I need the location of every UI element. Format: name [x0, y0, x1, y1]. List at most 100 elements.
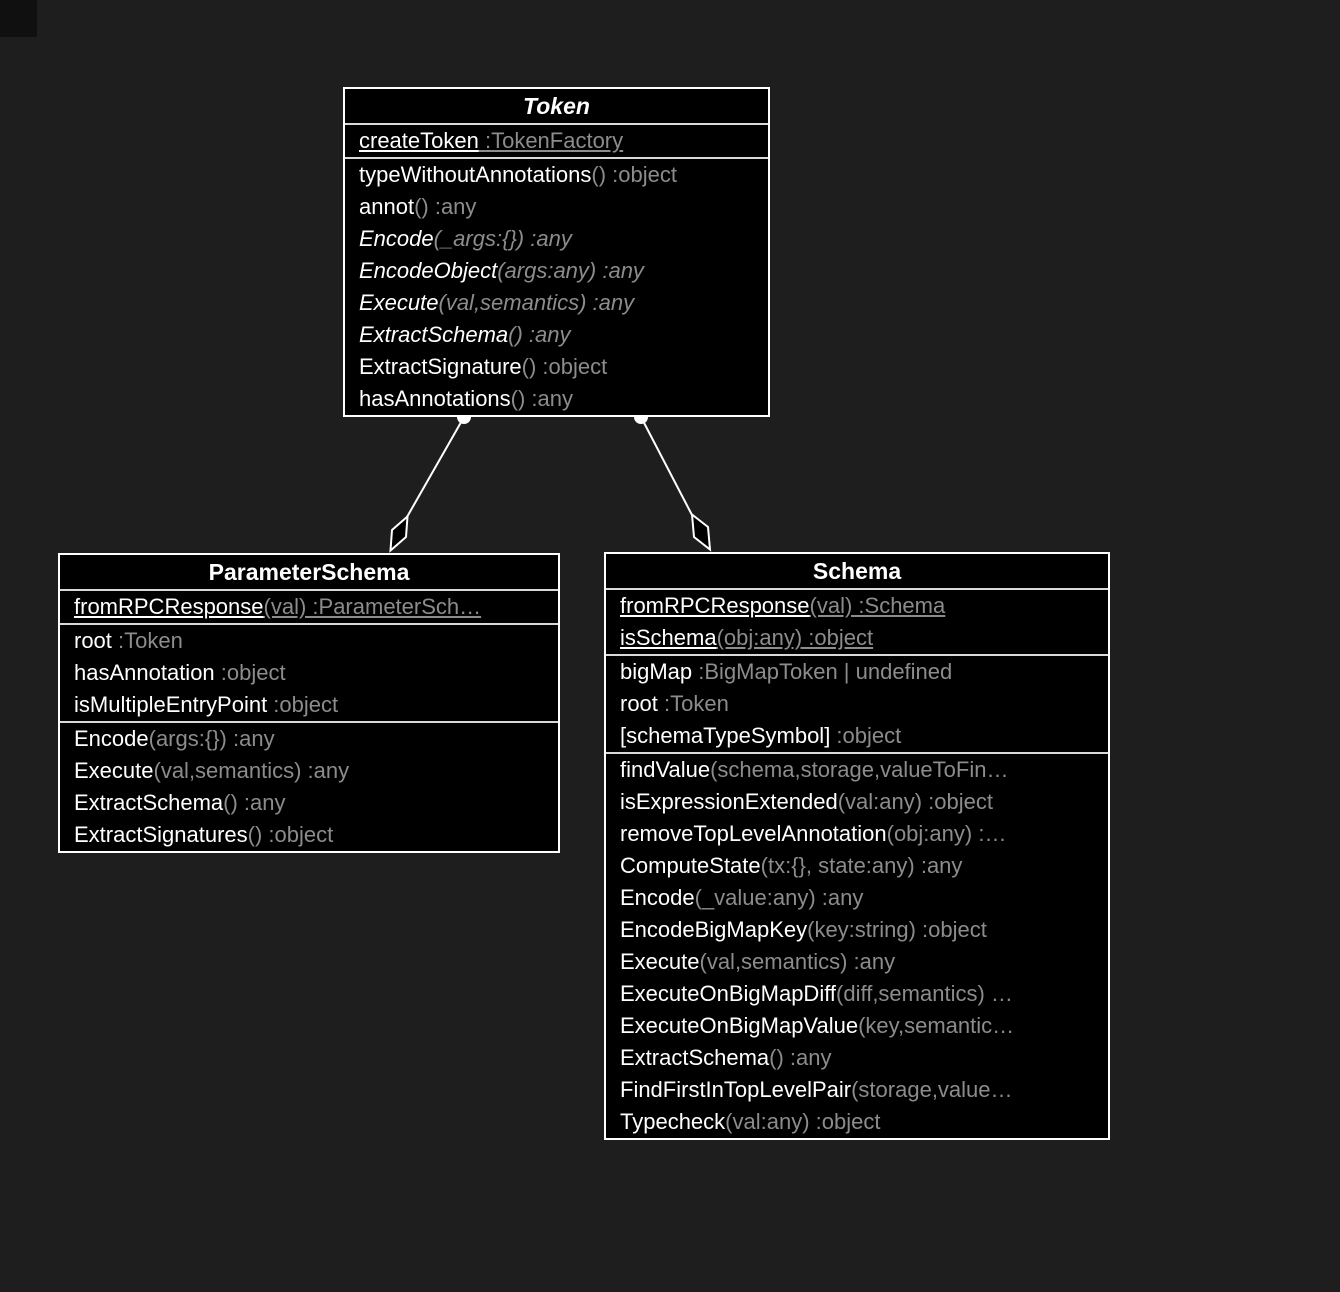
member-signature: :BigMapToken | undefined	[692, 659, 953, 684]
member-signature: () :any	[769, 1045, 832, 1070]
member-name: hasAnnotations	[359, 386, 511, 411]
member-signature: (schema,storage,valueToFin…	[710, 757, 1009, 782]
member-name: ExtractSignatures	[74, 822, 248, 847]
member-name: ExtractSignature	[359, 354, 522, 379]
member-signature: (obj:any) :object	[716, 625, 874, 650]
edge-line	[640, 416, 693, 516]
class-title-schema: Schema	[606, 554, 1108, 590]
member-signature: (val) :Schema	[809, 593, 946, 618]
member-name: isSchema	[620, 625, 717, 650]
member-name: removeTopLevelAnnotation	[620, 821, 887, 846]
member-row: Encode(args:{}) :any	[60, 723, 558, 755]
member-signature: (_value:any) :any	[694, 885, 864, 910]
member-row: isMultipleEntryPoint :object	[60, 689, 558, 721]
corner-artifact	[0, 0, 37, 37]
member-name: root	[74, 628, 112, 653]
member-row: Execute(val,semantics) :any	[60, 755, 558, 787]
member-row: annot() :any	[345, 191, 768, 223]
member-name: Execute	[620, 949, 700, 974]
edge-line	[406, 416, 465, 518]
member-name: root	[620, 691, 658, 716]
member-row: ExtractSignatures() :object	[60, 819, 558, 851]
member-signature: (val,semantics) :any	[438, 290, 635, 315]
member-name: annot	[359, 194, 415, 219]
member-signature: () :any	[414, 194, 477, 219]
member-row: [schemaTypeSymbol] :object	[606, 720, 1108, 752]
member-name: findValue	[620, 757, 711, 782]
member-row: fromRPCResponse(val) :Schema	[606, 590, 1108, 622]
member-name: ExecuteOnBigMapDiff	[620, 981, 837, 1006]
member-signature: (key,semantic…	[858, 1013, 1015, 1038]
member-signature: () :object	[521, 354, 608, 379]
member-signature: (storage,value…	[851, 1077, 1013, 1102]
member-name: bigMap	[620, 659, 693, 684]
member-signature: () :any	[223, 790, 286, 815]
member-name: FindFirstInTopLevelPair	[620, 1077, 852, 1102]
member-signature: (obj:any) :…	[886, 821, 1007, 846]
member-name: Execute	[74, 758, 154, 783]
class-compartment: fromRPCResponse(val) :ParameterSch…	[60, 591, 558, 623]
member-signature: () :object	[591, 162, 677, 187]
member-signature: (args:{}) :any	[148, 726, 275, 751]
member-row: createToken :TokenFactory	[345, 125, 768, 157]
member-signature: () :object	[247, 822, 334, 847]
member-name: isExpressionExtended	[620, 789, 838, 814]
member-signature: :object	[830, 723, 902, 748]
member-name: isMultipleEntryPoint	[74, 692, 268, 717]
member-signature: (_args:{}) :any	[433, 226, 572, 251]
member-signature: (args:any) :any	[497, 258, 644, 283]
member-row: isExpressionExtended(val:any) :object	[606, 786, 1108, 818]
member-signature: (tx:{}, state:any) :any	[760, 853, 963, 878]
member-name: Encode	[74, 726, 149, 751]
aggregation-diamond-icon	[389, 514, 409, 553]
aggregation-edge-token-schema	[634, 410, 712, 552]
member-signature: (val,semantics) :any	[699, 949, 896, 974]
member-row: Execute(val,semantics) :any	[345, 287, 768, 319]
member-row: removeTopLevelAnnotation(obj:any) :…	[606, 818, 1108, 850]
member-row: Encode(_value:any) :any	[606, 882, 1108, 914]
class-compartment: findValue(schema,storage,valueToFin…isEx…	[606, 752, 1108, 1138]
member-row: EncodeBigMapKey(key:string) :object	[606, 914, 1108, 946]
member-row: Encode(_args:{}) :any	[345, 223, 768, 255]
class-title-parameterschema: ParameterSchema	[60, 555, 558, 591]
member-row: findValue(schema,storage,valueToFin…	[606, 754, 1108, 786]
member-row: ExecuteOnBigMapValue(key,semantic…	[606, 1010, 1108, 1042]
aggregation-edge-token-parameterschema	[389, 410, 471, 553]
member-row: ExecuteOnBigMapDiff(diff,semantics) …	[606, 978, 1108, 1010]
member-signature: (val,semantics) :any	[153, 758, 350, 783]
member-signature: (val) :ParameterSch…	[263, 594, 482, 619]
member-signature: :Token	[657, 691, 729, 716]
member-name: [schemaTypeSymbol]	[620, 723, 831, 748]
member-signature: :Token	[111, 628, 183, 653]
member-row: bigMap :BigMapToken | undefined	[606, 656, 1108, 688]
member-signature: :object	[267, 692, 339, 717]
member-row: ComputeState(tx:{}, state:any) :any	[606, 850, 1108, 882]
class-compartment: bigMap :BigMapToken | undefined root :Tok…	[606, 654, 1108, 752]
member-name: Typecheck	[620, 1109, 726, 1134]
member-row: ExtractSchema() :any	[606, 1042, 1108, 1074]
member-signature: (key:string) :object	[807, 917, 987, 942]
member-name: ExtractSchema	[359, 322, 509, 347]
member-name: Encode	[620, 885, 695, 910]
member-row: isSchema(obj:any) :object	[606, 622, 1108, 654]
class-title-token: Token	[345, 89, 768, 125]
member-name: Encode	[359, 226, 434, 251]
member-row: ExtractSchema() :any	[345, 319, 768, 351]
member-row: Execute(val,semantics) :any	[606, 946, 1108, 978]
member-name: ComputeState	[620, 853, 761, 878]
member-name: ExtractSchema	[620, 1045, 770, 1070]
member-signature: () :any	[508, 322, 571, 347]
member-name: fromRPCResponse	[74, 594, 264, 619]
member-name: fromRPCResponse	[620, 593, 810, 618]
member-name: Execute	[359, 290, 439, 315]
member-name: ExecuteOnBigMapValue	[620, 1013, 859, 1038]
member-signature: (val:any) :object	[725, 1109, 881, 1134]
